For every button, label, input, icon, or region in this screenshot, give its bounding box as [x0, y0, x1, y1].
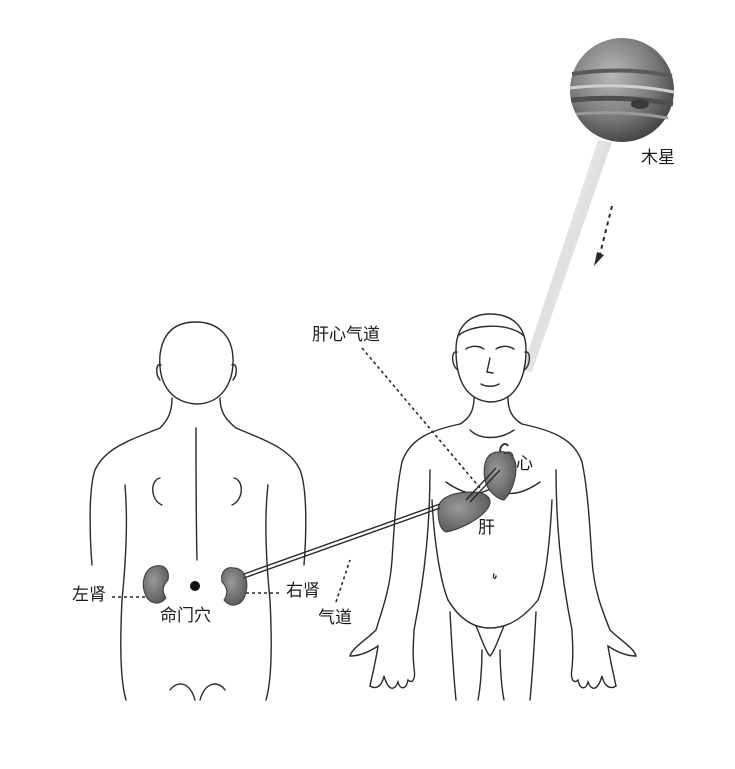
qi-channel-label: 气道 [318, 608, 352, 628]
kidney-organ-icon [142, 565, 248, 606]
right-hand-outline [570, 629, 637, 689]
heart-organ-icon [483, 443, 517, 501]
jupiter-planet-icon [569, 38, 675, 142]
qi-channel-leader [335, 559, 351, 603]
back-figure-outline [89, 321, 307, 701]
right-kidney-label: 右肾 [286, 581, 320, 601]
left-kidney-label: 左肾 [72, 585, 106, 605]
jupiter-light-beam [522, 140, 612, 372]
left-hand-outline [349, 629, 416, 689]
liver-heart-channel-label: 肝心气道 [312, 325, 380, 345]
heart-label: 心 [516, 454, 533, 474]
down-arrow-icon [594, 205, 613, 266]
front-figure-outline [375, 313, 611, 701]
jupiter-label: 木星 [641, 148, 675, 168]
qi-channel-lines [243, 467, 501, 579]
liver-label: 肝 [478, 518, 495, 538]
mingmen-label: 命门穴 [160, 606, 211, 626]
liver-organ-icon [437, 491, 491, 533]
mingmen-point [190, 581, 200, 591]
liver-heart-channel-leader [361, 347, 481, 489]
